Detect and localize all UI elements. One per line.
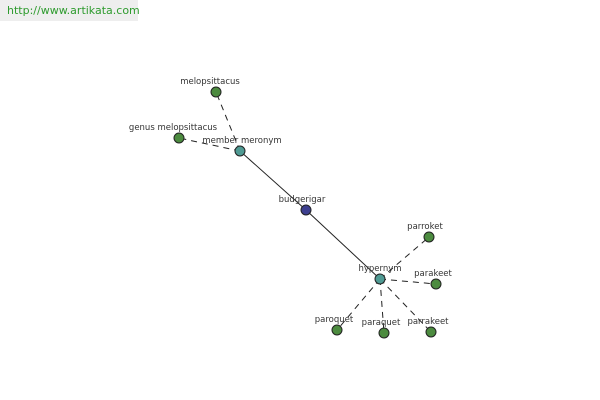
- node-label-member-meronym: member meronym: [202, 136, 281, 146]
- node-label-paroquet: paroquet: [315, 315, 354, 325]
- node-parrakeet[interactable]: [425, 326, 437, 338]
- node-melopsittacus[interactable]: [210, 86, 222, 98]
- node-label-hypernym: hypernym: [358, 264, 401, 274]
- edge-hypernym-parrakeet: [379, 278, 432, 333]
- node-genus-melopsittacus[interactable]: [173, 132, 185, 144]
- node-label-melopsittacus: melopsittacus: [180, 77, 240, 87]
- edge-hypernym-paroquet: [336, 278, 381, 331]
- node-label-parakeet-1: parakeet: [414, 269, 452, 279]
- node-member-meronym[interactable]: [234, 145, 246, 157]
- node-label-paraquet: paraquet: [362, 318, 401, 328]
- node-paroquet[interactable]: [331, 324, 343, 336]
- edge-hypernym-paraquet: [379, 278, 385, 334]
- node-label-budgerigar: budgerigar: [279, 195, 326, 205]
- site-link[interactable]: http://www.artikata.com: [0, 0, 140, 21]
- node-label-genus-melopsittacus: genus melopsittacus: [129, 123, 218, 133]
- node-paraquet[interactable]: [378, 327, 390, 339]
- edges-layer: [178, 91, 437, 334]
- node-parroket[interactable]: [423, 231, 435, 243]
- node-label-parrakeet: parrakeet: [407, 317, 449, 327]
- edge-hypernym-parakeet-1: [379, 278, 437, 285]
- node-label-parroket: parroket: [407, 222, 443, 232]
- edge-budgerigar-hypernym: [305, 209, 381, 280]
- nodes-layer: [173, 86, 442, 339]
- node-budgerigar[interactable]: [300, 204, 312, 216]
- node-parakeet-1[interactable]: [430, 278, 442, 290]
- edge-budgerigar-member-meronym: [239, 150, 307, 211]
- labels-layer: budgerigar member meronym hypernym melopsit…: [129, 77, 453, 328]
- node-hypernym[interactable]: [374, 273, 386, 285]
